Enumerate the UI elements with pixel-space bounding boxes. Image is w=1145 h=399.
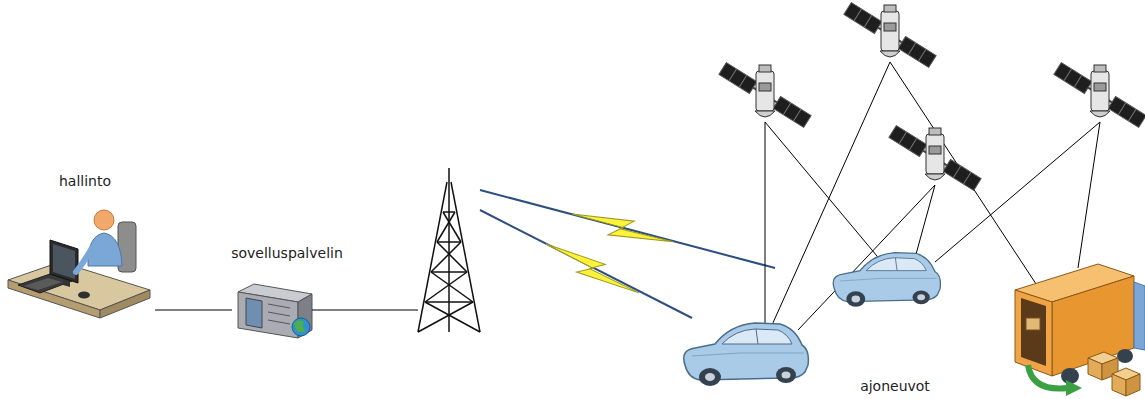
radio-tower (418, 168, 480, 332)
radio-tower (451, 182, 480, 332)
radio-tower (425, 272, 467, 302)
gps-signal-line (765, 122, 766, 324)
delivery-truck (1015, 290, 1052, 376)
delivery-truck (1061, 368, 1079, 384)
workstation-icon (53, 244, 75, 279)
server-icon (268, 312, 290, 316)
delivery-truck (1117, 349, 1133, 363)
workstation-node: hallinto (15, 172, 155, 322)
radio-link (569, 205, 676, 251)
server-node: sovelluspalvelin (232, 244, 342, 344)
radio-tower (431, 272, 473, 302)
server-icon (238, 292, 298, 338)
workstation-icon (8, 210, 150, 318)
radio-tower (418, 302, 473, 332)
gps-signal-line (935, 122, 1100, 262)
workstation-icon (100, 290, 150, 318)
radio-tower (425, 301, 473, 303)
delivery-truck (1066, 380, 1082, 396)
node-label: ajoneuvot (860, 377, 930, 395)
server-icon (292, 318, 310, 336)
workstation-icon (50, 240, 78, 283)
radio-link (541, 236, 644, 302)
gps-satellite (844, 3, 936, 68)
radio-link (480, 190, 775, 268)
radio-tower (431, 242, 461, 272)
delivery-truck (1134, 282, 1145, 350)
radio-tower (431, 271, 467, 273)
server-icon (294, 320, 306, 332)
gps-signal-line (765, 122, 882, 262)
radio-link (480, 210, 692, 318)
network-wire (312, 310, 418, 311)
delivery-truck (1112, 374, 1126, 396)
gps-satellite (1054, 63, 1145, 128)
radio-tower (448, 168, 450, 182)
radio-tower (437, 212, 455, 242)
network-cable (155, 310, 232, 311)
vehicle-group: ajoneuvot (680, 245, 1110, 395)
radio-tower (437, 241, 461, 243)
delivery-truck (1021, 298, 1046, 366)
radio-tower (418, 182, 447, 332)
node-label: sovelluspalvelin (231, 244, 343, 262)
radio-link (480, 190, 775, 318)
gps-signal-line (915, 185, 935, 258)
car-icon (684, 323, 809, 386)
radio-tower (448, 182, 450, 332)
radio-tower (443, 211, 455, 213)
server-icon (268, 320, 290, 324)
gps-signal-line (1078, 122, 1100, 268)
radio-tower (425, 302, 480, 332)
car-icon (833, 253, 940, 307)
delivery-truck (1015, 264, 1145, 396)
delivery-truck (1026, 318, 1040, 330)
radio-tower (437, 242, 467, 272)
delivery-truck (1028, 365, 1068, 389)
workstation-icon (24, 278, 62, 290)
server-icon (268, 304, 290, 308)
node-label: hallinto (59, 172, 111, 190)
delivery-truck (1088, 358, 1102, 380)
gps-satellite (719, 63, 811, 128)
delivery-truck (1126, 374, 1140, 396)
workstation-icon (78, 292, 90, 299)
server-icon (246, 298, 262, 328)
gps-satellite (889, 126, 981, 191)
workstation-icon (94, 210, 114, 230)
workstation-icon (76, 248, 92, 272)
server-icon (238, 284, 312, 338)
